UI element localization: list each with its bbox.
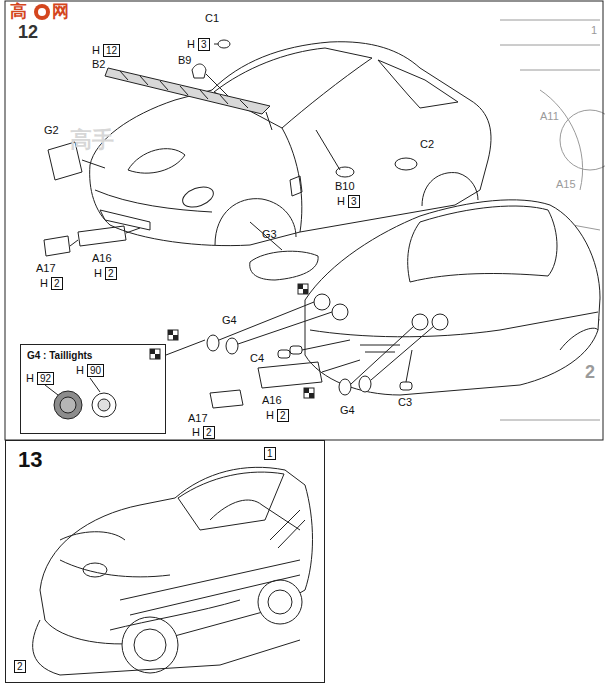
part-number: C3: [398, 396, 412, 409]
part-number: C4: [250, 352, 264, 365]
paint-number: 90: [87, 364, 104, 377]
paint-number: 3: [348, 195, 360, 208]
paint-code: H: [26, 372, 34, 385]
part-number: A17: [36, 262, 56, 275]
panel-title: G4 : Taillights: [27, 350, 92, 361]
inset-panel: G4 : Taillights: [20, 344, 166, 434]
paint-code: H: [92, 44, 100, 57]
paint-code: H: [94, 267, 102, 280]
paint-code: H: [337, 195, 345, 208]
paint-code: H: [192, 426, 200, 439]
paint-number: 2: [105, 267, 117, 280]
paint-code: H: [40, 277, 48, 290]
loose-parts-front: [44, 40, 417, 280]
watermark: 高: [10, 2, 27, 21]
loose-parts-rear: [166, 302, 434, 408]
part-number: B2: [92, 58, 105, 71]
watermark: 高手: [70, 128, 114, 152]
paint-number: 12: [103, 44, 120, 57]
part-number: C2: [420, 138, 434, 151]
bleed-text: A11: [540, 110, 559, 123]
bleed-text: 2: [585, 362, 595, 382]
step-panel: 13: [5, 440, 325, 683]
paint-code: H: [266, 409, 274, 422]
checker-icon: [150, 284, 314, 398]
step-frame: [5, 1, 603, 440]
paint-code: H: [76, 364, 84, 377]
car-step-13: [33, 467, 313, 675]
part-number: B9: [178, 54, 191, 67]
paint-code: H: [187, 38, 195, 51]
watermark: 网: [52, 2, 69, 21]
paint-number: 92: [37, 372, 54, 385]
paint-number: 2: [203, 426, 215, 439]
part-number: A17: [188, 412, 208, 425]
step-number: 13: [18, 447, 42, 473]
paint-number: 2: [51, 277, 63, 290]
bleed-text: A15: [556, 178, 576, 191]
bleed-text: 1: [591, 24, 597, 37]
sub-assembly-number: 1: [264, 447, 276, 460]
step-number: 12: [18, 22, 38, 42]
part-number: G2: [44, 124, 59, 137]
part-number: B10: [335, 180, 355, 193]
watermark-logo: [34, 4, 50, 20]
part-number: G4: [340, 404, 355, 417]
part-number: G4: [222, 314, 237, 327]
part-number: G3: [262, 228, 277, 241]
taillight-samples: [45, 378, 116, 419]
car-body-rear: [305, 200, 600, 395]
paint-number: 2: [277, 409, 289, 422]
sub-assembly-number: 2: [14, 660, 26, 673]
paint-number: 3: [198, 38, 210, 51]
part-number: A16: [92, 252, 112, 265]
part-number: A16: [262, 394, 282, 407]
part-number: C1: [205, 12, 219, 25]
